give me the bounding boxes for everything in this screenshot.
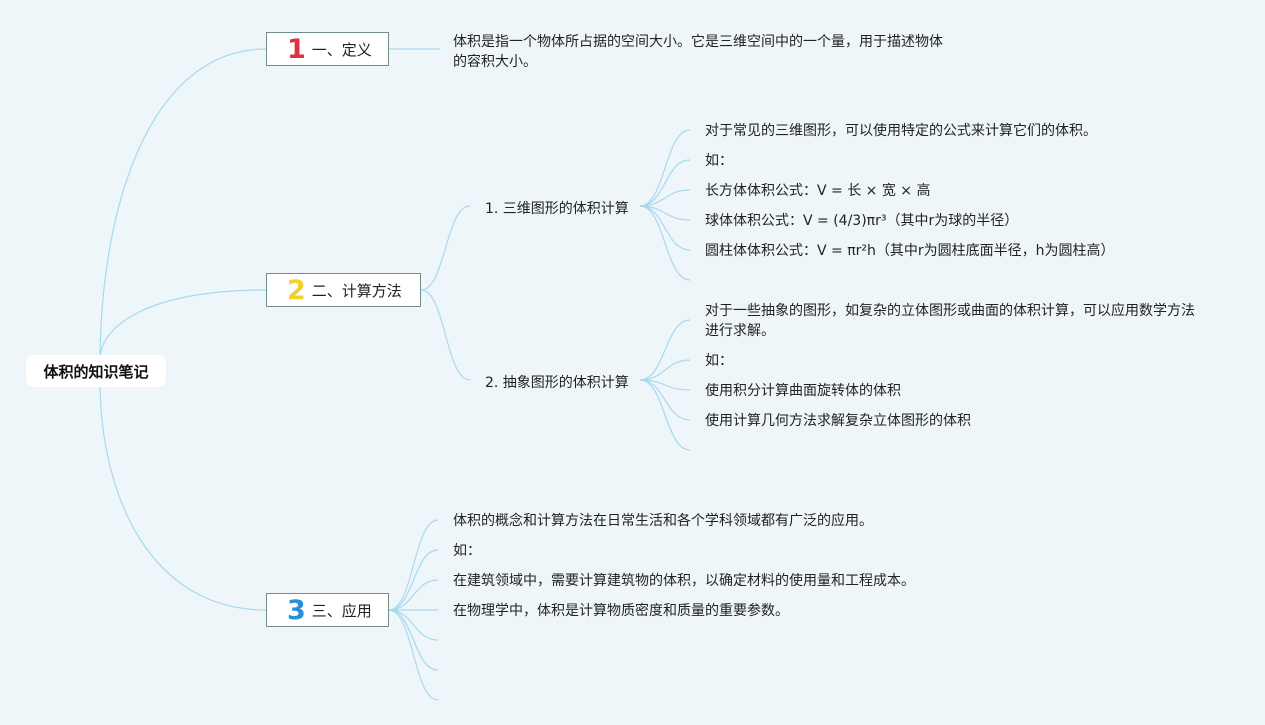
leaf-text: 如：	[705, 153, 733, 169]
root-to-branch-1	[99, 48, 267, 366]
leaf-text: 对于一些抽象的图形，如复杂的立体图形或曲面的体积计算，可以应用数学方法进行求解。	[705, 303, 1195, 339]
leaf-text: 在建筑领域中，需要计算建筑物的体积，以确定材料的使用量和工程成本。	[453, 573, 915, 589]
leaf-text: 如：	[453, 543, 481, 559]
number-badge-2: 2	[287, 274, 306, 306]
branch-2-to-sub-1	[420, 205, 471, 291]
sub-1-leaf-connector-5	[639, 205, 691, 281]
sub-1-leaf-connector-2	[639, 189, 691, 207]
branch-3-leaf-connector-6	[388, 609, 439, 701]
leaf-text: 如：	[705, 353, 733, 369]
leaf-text: 圆柱体体积公式：V = πr²h（其中r为圆柱底面半径，h为圆柱高）	[705, 243, 1115, 259]
leaf-text: 使用积分计算曲面旋转体的体积	[705, 383, 901, 399]
sub-2-leaf-connector-1	[639, 359, 691, 381]
sub-1-leaf-connector-4	[639, 205, 691, 251]
branch-label: 一、定义	[311, 40, 372, 59]
root-to-branch-2	[99, 289, 267, 361]
branch-3-leaf-connector-0	[388, 519, 439, 611]
sub-node-abstract-volume[interactable]: 2. 抽象图形的体积计算	[485, 375, 629, 391]
root-node[interactable]: 体积的知识笔记	[26, 355, 166, 387]
branch-2-to-sub-2	[420, 289, 471, 381]
leaf-text: 在物理学中，体积是计算物质密度和质量的重要参数。	[453, 603, 789, 619]
number-badge-3: 3	[287, 594, 306, 626]
branch-calculation[interactable]: 2 二、计算方法	[266, 273, 421, 307]
sub-2-leaf-connector-4	[639, 379, 691, 451]
branch-3-leaf-connector-5	[388, 609, 439, 671]
branch-definition[interactable]: 1 一、定义	[266, 32, 389, 66]
branch-label: 三、应用	[311, 601, 372, 620]
number-badge-1: 1	[287, 33, 306, 65]
leaf-text: 长方体体积公式：V = 长 × 宽 × 高	[705, 183, 931, 199]
root-to-branch-3	[99, 379, 267, 611]
leaf-text: 体积是指一个物体所占据的空间大小。它是三维空间中的一个量，用于描述物体的容积大小…	[453, 34, 943, 70]
branch-application[interactable]: 3 三、应用	[266, 593, 389, 627]
branch-3-leaf-connector-2	[388, 579, 439, 611]
sub-1-leaf-connector-1	[639, 159, 691, 207]
sub-node-3d-volume[interactable]: 1. 三维图形的体积计算	[485, 201, 629, 217]
branch-label: 二、计算方法	[311, 281, 402, 300]
leaf-text: 使用计算几何方法求解复杂立体图形的体积	[705, 413, 971, 429]
sub-2-leaf-connector-3	[639, 379, 691, 421]
sub-1-leaf-connector-0	[639, 129, 691, 207]
leaf-text: 体积的概念和计算方法在日常生活和各个学科领域都有广泛的应用。	[453, 513, 873, 529]
leaf-text: 球体体积公式：V = (4/3)πr³（其中r为球的半径）	[705, 213, 1019, 229]
sub-2-leaf-connector-0	[639, 319, 691, 381]
leaf-text: 对于常见的三维图形，可以使用特定的公式来计算它们的体积。	[705, 123, 1097, 139]
branch-3-leaf-connector-1	[388, 549, 439, 611]
branch-3-leaf-connector-4	[388, 609, 439, 641]
root-label: 体积的知识笔记	[43, 362, 149, 381]
